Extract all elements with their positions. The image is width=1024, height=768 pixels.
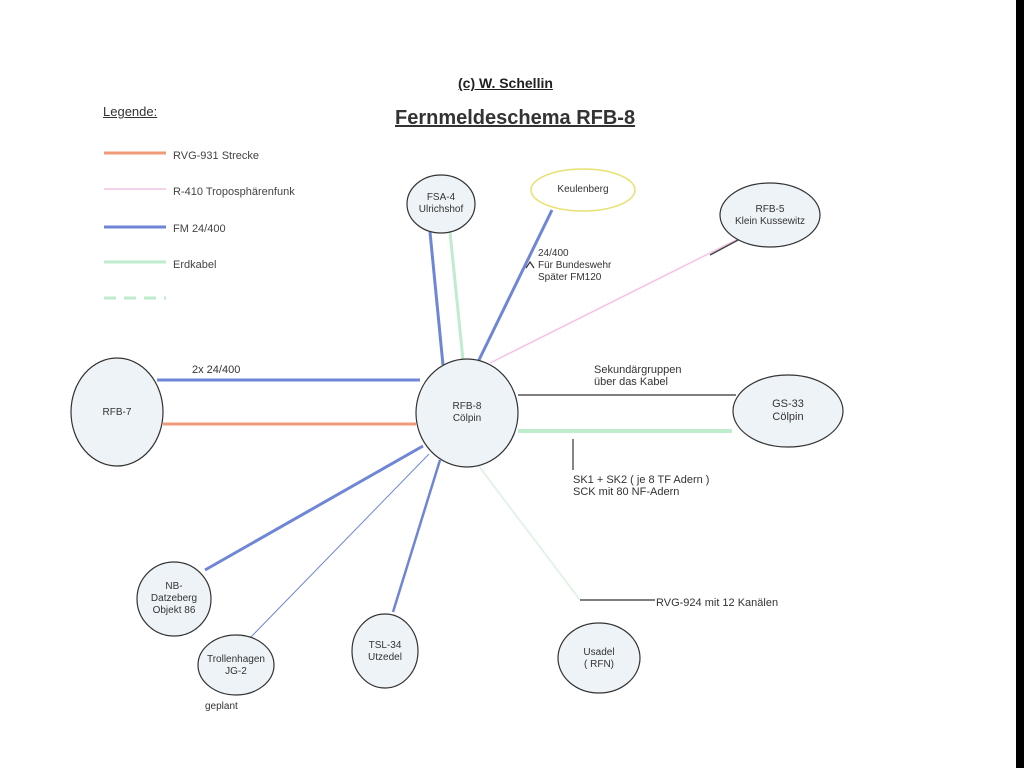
link-fsa4-erdkabel <box>448 231 465 361</box>
node-rfb7 <box>70 357 164 467</box>
annotation-rvg924: RVG-924 mit 12 Kanälen <box>656 597 779 609</box>
node-gs33-label: GS-33 Cölpin <box>772 398 804 423</box>
annotation-keulenberg-link: 24/400 Für Bundeswehr Später FM120 <box>538 248 612 283</box>
legend-label-r410: R-410 Troposphärenfunk <box>173 186 295 198</box>
link-keulenberg-fm <box>476 209 554 363</box>
link-fsa4-fm <box>428 231 445 366</box>
node-trollenhagen-label: Trollenhagen JG-2 <box>206 654 265 677</box>
node-keulenberg-label: Keulenberg <box>557 184 609 195</box>
diagram-title: Fernmeldeschema RFB-8 <box>395 107 636 129</box>
annotation-geplant: geplant <box>205 701 238 712</box>
node-nb-label: NB- Datzeberg Objekt 86 <box>150 581 198 616</box>
annotation-sk-kabel: SK1 + SK2 ( je 8 TF Adern ) SCK mit 80 N… <box>573 474 710 498</box>
node-usadel-label: Usadel ( RFN) <box>583 647 615 670</box>
node-usadel <box>557 622 641 694</box>
link-trollenhagen-fm <box>249 453 430 639</box>
node-trollenhagen <box>197 634 275 696</box>
legend-heading: Legende: <box>103 104 158 119</box>
node-nb <box>136 561 212 637</box>
link-usadel-rvg924 <box>477 464 581 601</box>
annotation-sekundaergruppen: Sekundärgruppen über das Kabel <box>594 364 682 388</box>
node-rfb5 <box>719 182 821 248</box>
node-fsa4 <box>406 174 476 234</box>
scan-edge-strip <box>1016 0 1024 768</box>
link-nb-fm <box>204 444 424 572</box>
node-gs33 <box>732 374 844 448</box>
keulenberg-arrow <box>525 260 535 269</box>
node-tsl34-label: TSL-34 Utzedel <box>368 640 402 663</box>
node-rfb5-label: RFB-5 Klein Kussewitz <box>734 204 806 227</box>
node-rfb8-label: RFB-8 Cölpin <box>452 401 482 424</box>
link-tsl34-fm <box>391 459 442 613</box>
node-keulenberg <box>530 168 636 212</box>
annotation-2x-24400: 2x 24/400 <box>192 364 241 376</box>
node-rfb7-label: RFB-7 <box>102 407 132 418</box>
link-rfb5-tropo <box>489 237 741 364</box>
node-fsa4-label: FSA-4 Ulrichshof <box>418 192 464 215</box>
node-tsl34 <box>351 613 419 689</box>
legend-label-fm24400: FM 24/400 <box>173 223 226 235</box>
legend-label-erdkabel: Erdkabel <box>173 259 217 271</box>
legend-label-rvg931: RVG-931 Strecke <box>173 150 260 162</box>
node-rfb8 <box>415 358 519 468</box>
link-rfb5-tropo-dark <box>709 238 741 256</box>
copyright-text: (c) W. Schellin <box>458 75 553 91</box>
